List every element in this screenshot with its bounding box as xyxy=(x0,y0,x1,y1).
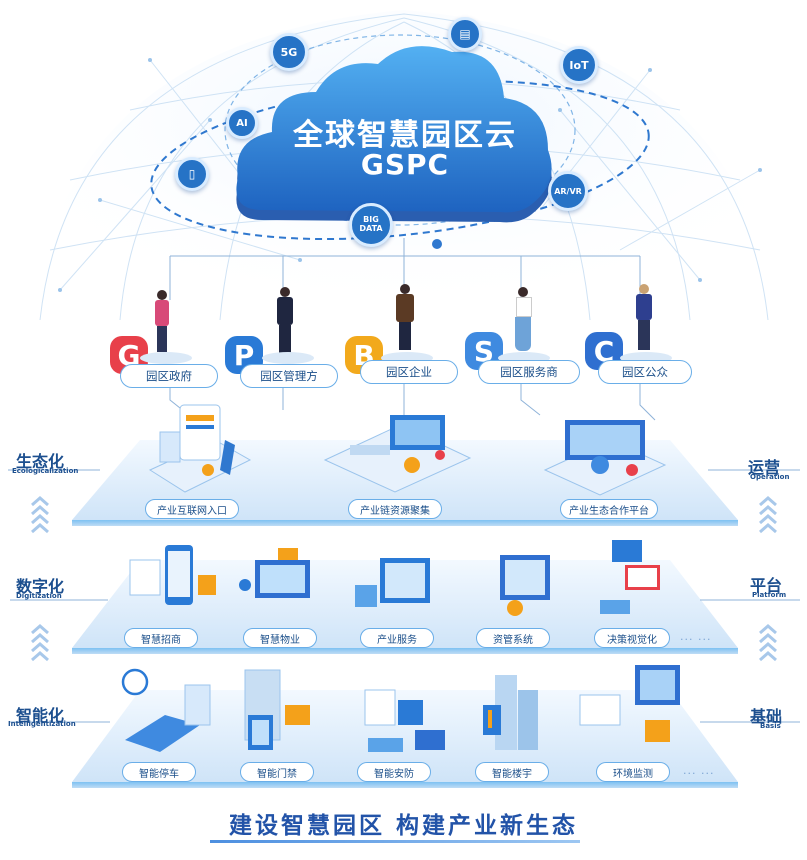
platform-label: 产业链资源聚集 xyxy=(348,499,442,519)
mobile-phone-icon: ▯ xyxy=(175,157,209,191)
person-figure xyxy=(150,290,174,360)
more-ellipsis: ... ... xyxy=(680,630,711,643)
person-figure xyxy=(632,284,656,358)
bottom-slogan: 建设智慧园区 构建产业新生态 xyxy=(0,806,807,840)
platform-label: 决策视觉化 xyxy=(594,628,670,648)
person-figure xyxy=(392,284,418,358)
pedestal xyxy=(140,352,192,364)
stakeholder-label-management: 园区管理方 xyxy=(240,364,338,388)
tech-node-iot: IoT xyxy=(560,46,598,84)
side-sublabel-basis: Basis xyxy=(760,722,781,730)
platform-label: 产业服务 xyxy=(360,628,434,648)
stakeholder-label-public: 园区公众 xyxy=(598,360,692,384)
platform-label: 智能门禁 xyxy=(240,762,314,782)
more-ellipsis: ... ... xyxy=(683,764,714,777)
platform-label: 智慧招商 xyxy=(124,628,198,648)
side-sublabel-platform: Platform xyxy=(752,591,786,599)
platform-label: 智慧物业 xyxy=(243,628,317,648)
slogan-underline xyxy=(210,840,580,843)
cloud-subtitle: GSPC xyxy=(255,148,555,181)
side-sublabel-ecologicalization: Ecologicalization xyxy=(12,467,78,475)
tech-node-5g: 5G xyxy=(270,33,308,71)
person-figure xyxy=(511,287,535,359)
tech-node-big-data: BIG DATA xyxy=(349,203,393,247)
person-figure xyxy=(273,287,297,359)
platform-label: 产业互联网入口 xyxy=(145,499,239,519)
tech-node-ai: AI xyxy=(226,107,258,139)
side-sublabel-intelligentization: Intelligentization xyxy=(8,720,76,728)
stakeholder-label-government: 园区政府 xyxy=(120,364,218,388)
tech-node-ar-vr: AR/VR xyxy=(548,171,588,211)
stakeholder-label-enterprise: 园区企业 xyxy=(360,360,458,384)
platform-label: 智能停车 xyxy=(122,762,196,782)
stakeholder-label-service-provider: 园区服务商 xyxy=(478,360,580,384)
platform-label: 智能安防 xyxy=(357,762,431,782)
platform-label: 环境监测 xyxy=(596,762,670,782)
platform-label: 资管系统 xyxy=(476,628,550,648)
document-icon: ▤ xyxy=(448,17,482,51)
side-sublabel-digitization: Digitization xyxy=(16,592,62,600)
platform-label: 产业生态合作平台 xyxy=(560,499,658,519)
pedestal xyxy=(262,352,314,364)
side-sublabel-operation: Operation xyxy=(750,473,789,481)
platform-label: 智能楼宇 xyxy=(475,762,549,782)
